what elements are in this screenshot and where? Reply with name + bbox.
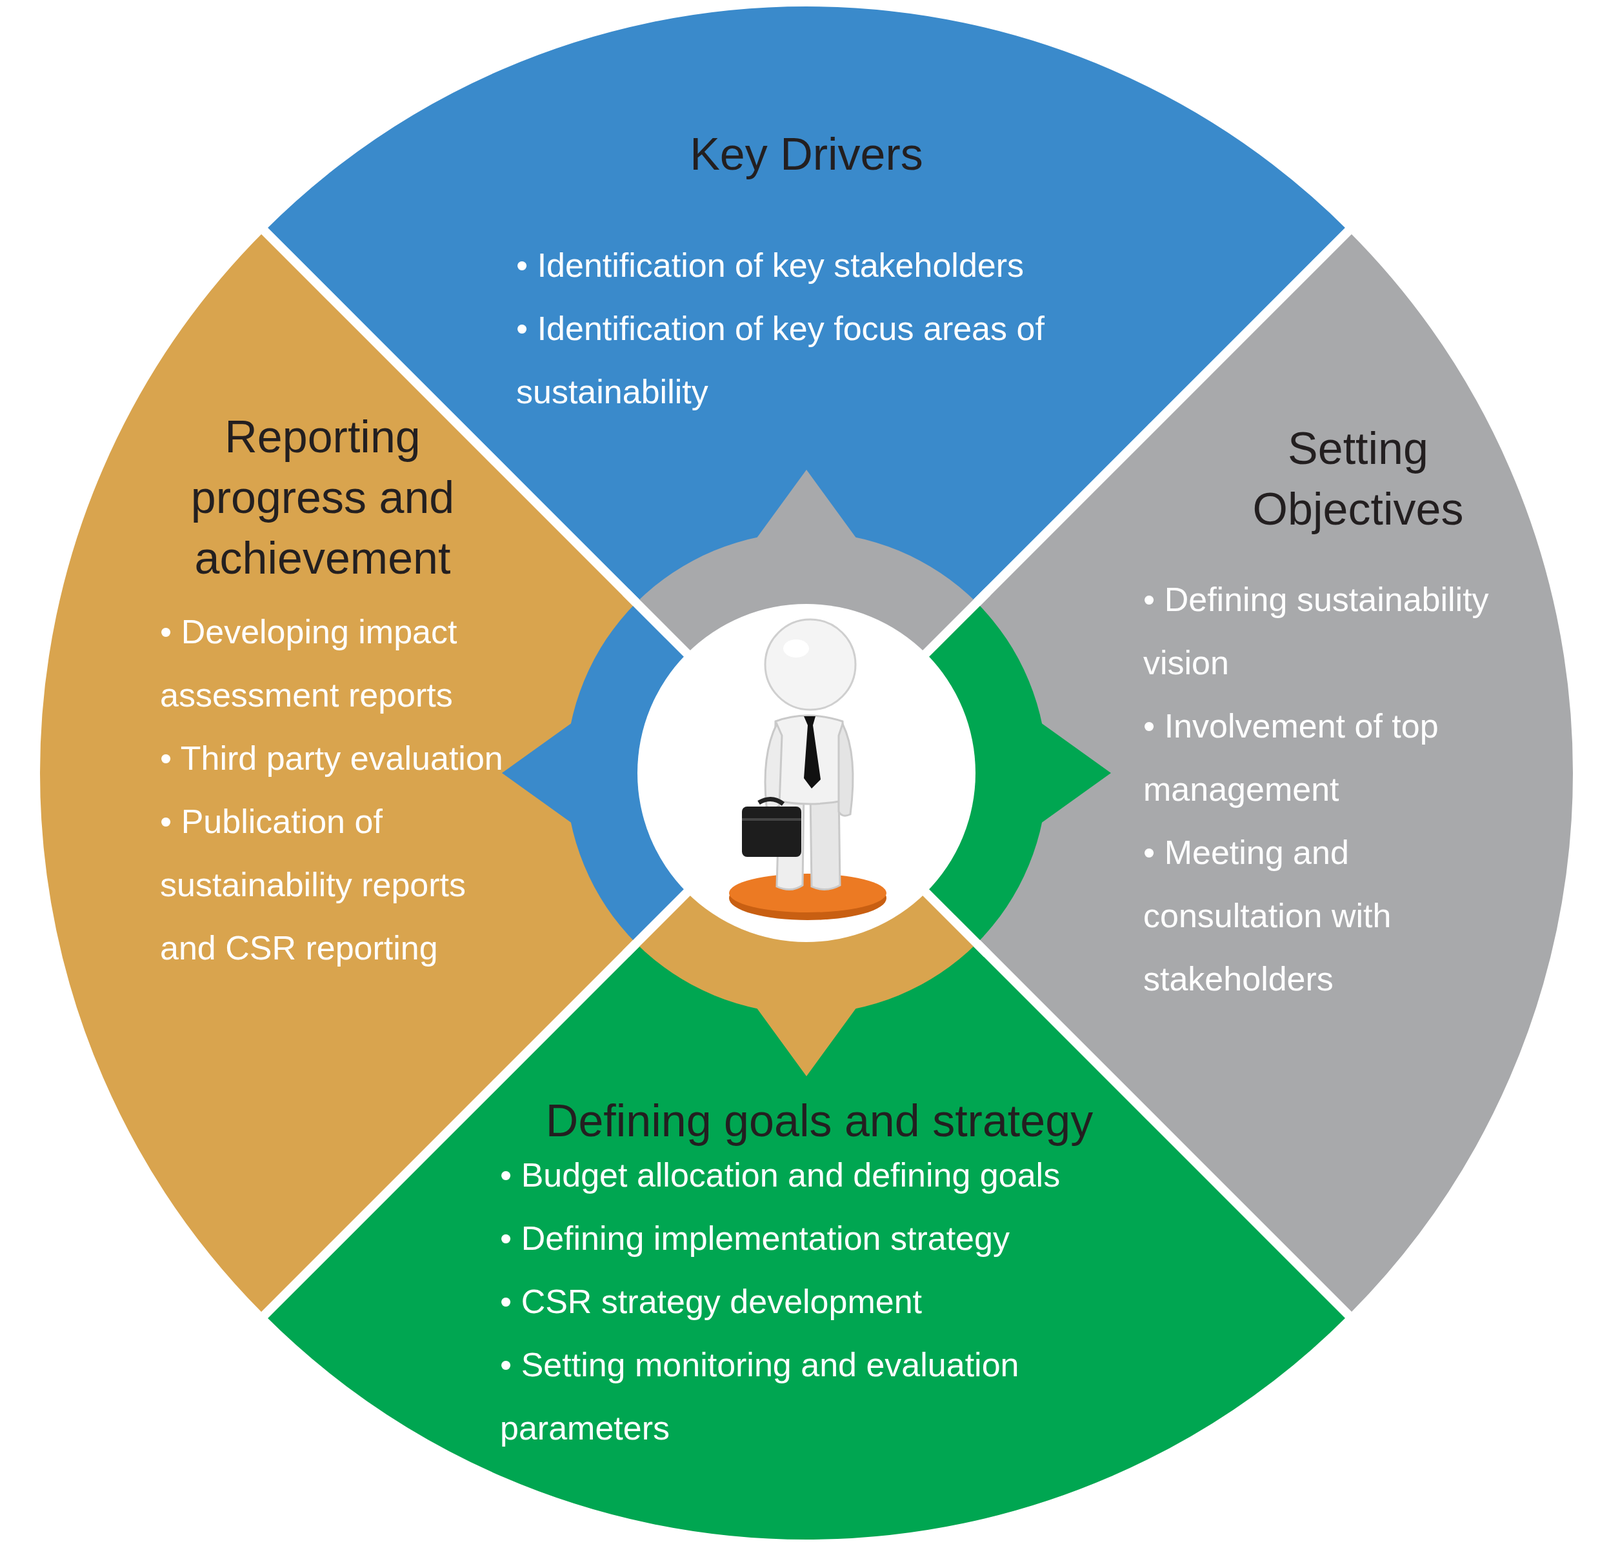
bullet-list: • Defining sustainability vision• Involv… xyxy=(1143,567,1531,1011)
bullet-item: • Setting monitoring and evaluation para… xyxy=(500,1332,1184,1460)
bullet-item: • Third party evaluation xyxy=(160,726,522,790)
bullet-item: • CSR strategy development xyxy=(500,1269,1184,1333)
bullet-item: • Identification of key stakeholders xyxy=(516,233,1155,297)
bullet-item: • Involvement of top management xyxy=(1143,694,1531,821)
bullet-item: • Identification of key focus areas of s… xyxy=(516,296,1155,424)
bullet-item: • Defining implementation strategy xyxy=(500,1206,1184,1270)
segment-heading: Key Drivers xyxy=(261,123,1352,185)
businessman-figure xyxy=(729,619,887,920)
bullet-item: • Developing impact assessment reports xyxy=(160,600,522,727)
segment-heading: Setting Objectives xyxy=(1190,418,1526,540)
bullet-list: • Budget allocation and defining goals• … xyxy=(500,1143,1184,1460)
bullet-list: • Identification of key stakeholders• Id… xyxy=(516,233,1155,424)
segment-heading: Defining goals and strategy xyxy=(451,1090,1188,1151)
bullet-item: • Publication of sustainability reports … xyxy=(160,789,522,980)
bullet-item: • Defining sustainability vision xyxy=(1143,567,1531,695)
bullet-item: • Meeting and consultation with stakehol… xyxy=(1143,820,1531,1011)
compass-ring xyxy=(501,469,1111,1077)
bullet-list: • Developing impact assessment reports• … xyxy=(160,600,522,980)
segment-heading: Reporting progress and achievement xyxy=(141,406,504,589)
bullet-item: • Budget allocation and defining goals xyxy=(500,1143,1184,1207)
